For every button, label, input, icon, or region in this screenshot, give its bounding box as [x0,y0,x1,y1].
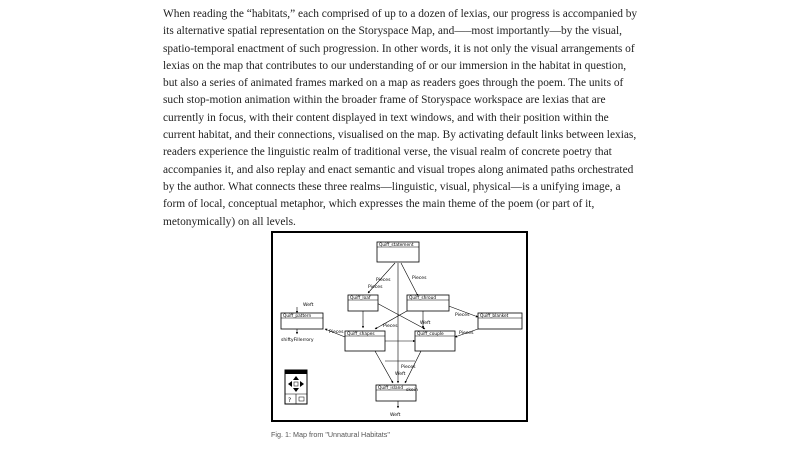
figure-caption: Fig. 1: Map from "Unnatural Habitats" [271,430,390,439]
link-label: Weft [303,302,314,308]
link-coop-island [404,350,422,384]
node-shapes[interactable]: Quiff_shapes [344,330,386,352]
node-coop[interactable]: Quiff_couple [414,330,456,352]
link-shapes-pattern [324,328,346,338]
link-loaf-coop [372,300,426,330]
node-island[interactable]: Quiff_island [375,384,417,402]
link-label: Pieces [459,330,474,336]
svg-text:Quiff_shroud: Quiff_shroud [409,295,436,301]
link-label: Pieces [455,312,470,318]
link-label: Pieces [329,329,344,335]
storyspace-map-figure: Quiff_statement Quiff_loaf Quiff_shroud … [271,231,528,422]
link-icon[interactable] [298,396,305,402]
link-shapes-island [374,350,394,384]
node-blanket[interactable]: Quiff_blanket [477,312,523,330]
node-pattern[interactable]: Quiff_pattern [280,312,324,330]
svg-text:Quiff_pattern: Quiff_pattern [283,313,311,319]
link-label: Pieces [412,275,427,281]
link-label: shiftyFillerrory [281,337,314,343]
link-label: Pieces [368,284,383,290]
link-shroud-blanket [445,304,479,318]
link-label: Pieces [376,277,391,283]
arrow-up-icon[interactable] [293,376,299,380]
link-label: Weft [395,371,406,377]
link-label: Weft [390,412,401,418]
storyspace-map: Quiff_statement Quiff_loaf Quiff_shroud … [280,241,523,418]
node-statement[interactable]: Quiff_statement [376,241,420,263]
question-icon[interactable]: ? [288,397,291,404]
svg-text:Quiff_couple: Quiff_couple [417,331,444,337]
node-loaf[interactable]: Quiff_loaf [347,294,379,312]
svg-text:Quiff_loaf: Quiff_loaf [350,295,371,301]
map-link-labels: Pieces Pieces Pieces Pieces Pieces Piece… [281,275,474,418]
body-paragraph: When reading the “habitats,” each compri… [163,8,638,228]
svg-text:Quiff_blanket: Quiff_blanket [480,313,509,319]
map-links [295,262,479,409]
arrow-down-icon[interactable] [293,388,299,392]
link-label: Pieces [401,364,416,370]
center-icon[interactable] [293,381,299,387]
link-label: skein [406,387,418,393]
link-statement-shroud [400,262,419,297]
link-blanket-coop [454,328,479,338]
arrow-right-icon[interactable] [300,381,304,387]
svg-text:Quiff_shapes: Quiff_shapes [347,331,375,337]
map-nodes: Quiff_statement Quiff_loaf Quiff_shroud … [280,241,523,402]
link-label: Weft [420,320,431,326]
node-shroud[interactable]: Quiff_shroud [406,294,450,312]
svg-text:Quiff_island: Quiff_island [378,385,403,391]
svg-text:Quiff_statement: Quiff_statement [379,242,414,248]
link-statement-loaf [367,262,396,294]
arrow-left-icon[interactable] [288,381,292,387]
navigation-palette[interactable]: ? [284,369,308,405]
link-label: Pieces [383,323,398,329]
